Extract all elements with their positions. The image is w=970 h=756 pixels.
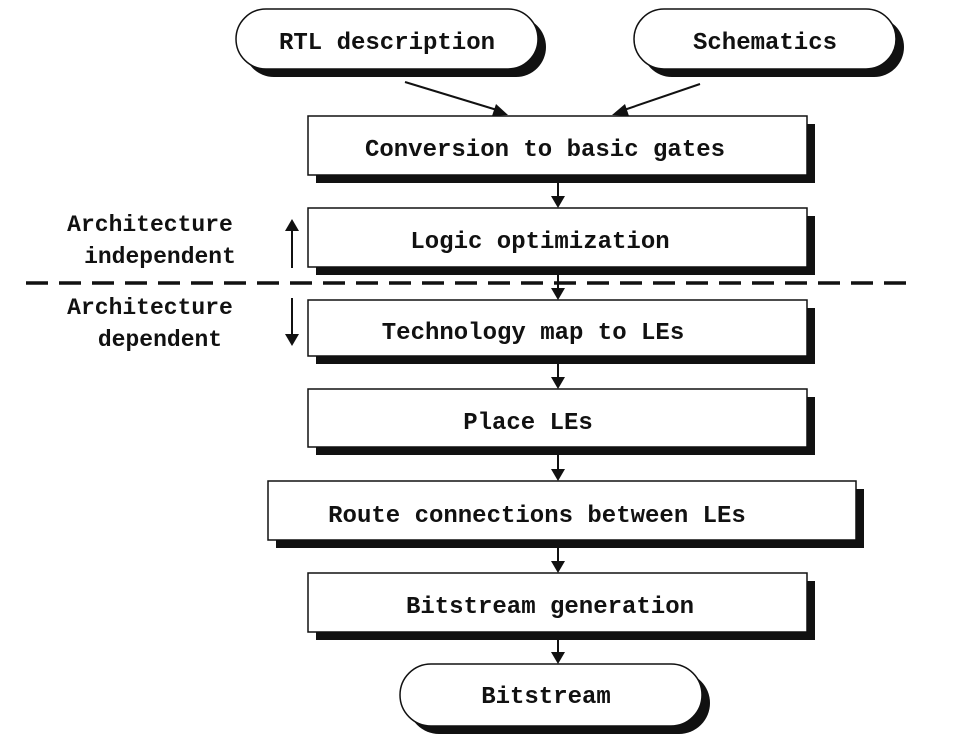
node-route-shape (267, 480, 857, 541)
node-schematics-shape (633, 8, 897, 70)
node-schematics-label: Schematics (693, 30, 837, 57)
node-place-label: Place LEs (463, 410, 593, 437)
connector-optimization-to-techmap-head (551, 288, 565, 300)
node-rtl-description-label: RTL description (279, 30, 495, 57)
region-independent-line2: independent (84, 244, 236, 270)
node-schematics: Schematics (633, 8, 904, 77)
node-bitstream-label: Bitstream (481, 684, 611, 711)
node-bitstream-shape (399, 663, 703, 727)
node-bitstream-generation-shape (307, 572, 808, 633)
region-dependent: Architecture dependent (67, 295, 299, 353)
node-place: Place LEs (307, 388, 815, 455)
connector-route-to-bitstream-generation-head (551, 561, 565, 573)
node-conversion-shape (307, 115, 808, 176)
node-logic-optimization-label: Logic optimization (410, 229, 669, 256)
node-bitstream-generation: Bitstream generation (307, 572, 815, 640)
node-logic-optimization: Logic optimization (307, 207, 815, 275)
node-conversion: Conversion to basic gates (307, 115, 815, 183)
region-dependent-line2: dependent (98, 327, 222, 353)
node-bitstream-generation-label: Bitstream generation (406, 594, 694, 621)
connector-rtl-to-conversion (404, 81, 498, 111)
connector-schematics-to-conversion-head (612, 104, 629, 116)
node-logic-optimization-shape (307, 207, 808, 268)
arrow-down-icon (285, 298, 299, 346)
connector-conversion-to-optimization-head (551, 196, 565, 208)
node-route: Route connections between LEs (267, 480, 864, 548)
connector-rtl-to-conversion-head (492, 104, 508, 116)
connector-generation-to-bitstream-head (551, 652, 565, 664)
node-technology-map: Technology map to LEs (307, 299, 815, 364)
arrow-up-icon (285, 219, 299, 268)
region-independent-line1: Architecture (67, 212, 233, 238)
node-place-shape (307, 388, 808, 448)
node-conversion-label: Conversion to basic gates (365, 137, 725, 164)
connector-techmap-to-place-head (551, 377, 565, 389)
node-bitstream: Bitstream (399, 663, 710, 734)
node-technology-map-shape (307, 299, 808, 357)
node-rtl-description: RTL description (235, 8, 546, 77)
connector-place-to-route-head (551, 469, 565, 481)
node-technology-map-label: Technology map to LEs (382, 320, 684, 347)
node-route-label: Route connections between LEs (328, 503, 746, 530)
node-rtl-description-shape (235, 8, 539, 70)
region-independent: Architecture independent (67, 212, 299, 270)
connector-schematics-to-conversion (623, 83, 701, 111)
region-dependent-line1: Architecture (67, 295, 233, 321)
